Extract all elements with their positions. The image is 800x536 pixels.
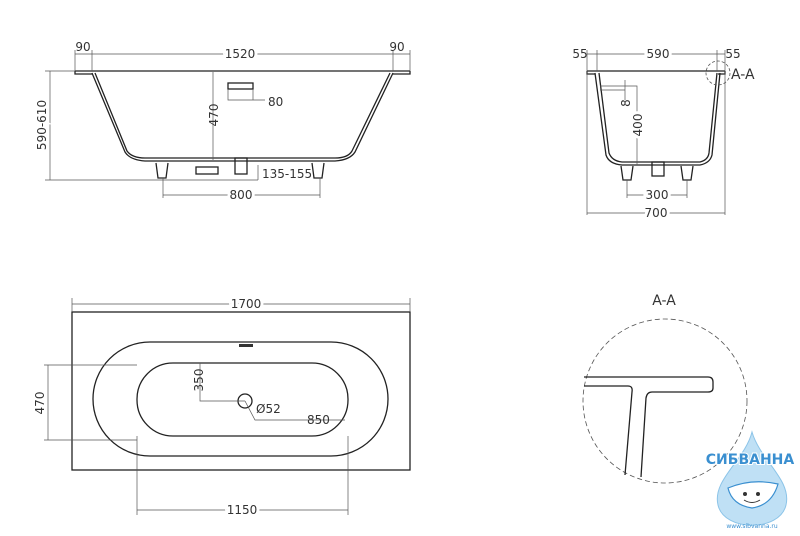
section-marker-circle: [705, 60, 731, 86]
section-marker-label: A-A: [731, 67, 755, 83]
logo-url: www.sibvanna.ru: [726, 523, 778, 530]
dim-front-width: 1520: [225, 47, 256, 61]
dim-side-rim-left: 55: [572, 47, 587, 61]
dim-top-length: 1700: [231, 297, 262, 311]
dim-side-legs-spacing: 300: [646, 188, 669, 202]
dim-front-overflow: 80: [268, 95, 283, 109]
logo-name: СИБВАННА: [706, 452, 795, 468]
dim-side-depth: 400: [631, 114, 645, 137]
dim-top-drain-offset-x: 850: [307, 413, 330, 427]
dim-top-basin-length: 1150: [227, 503, 258, 517]
dim-front-rim-right: 90: [389, 40, 404, 54]
dim-front-height: 590-610: [35, 100, 49, 150]
dim-front-rim-left: 90: [75, 40, 90, 54]
dim-front-legs-height: 135-155: [262, 167, 312, 181]
dim-front-legs-spacing: 800: [230, 188, 253, 202]
dim-top-drain-offset-y: 350: [192, 369, 206, 392]
dim-front-depth: 470: [207, 104, 221, 127]
dim-side-width: 700: [645, 206, 668, 220]
detail-a-a: A-A: [582, 293, 748, 484]
dim-side-inner-width: 590: [647, 47, 670, 61]
sibvanna-logo: СИБВАННА www.sibvanna.ru: [705, 430, 795, 530]
side-view: 55 590 55 8 400 300 700 A-A: [572, 44, 755, 223]
top-view: 1700 470 350 Ø52 850 1150: [30, 294, 411, 520]
dim-side-wall: 8: [619, 99, 633, 107]
front-view: 90 1520 90 590-610 470 80 135-155 800: [32, 40, 411, 205]
detail-title: A-A: [652, 293, 676, 309]
dim-top-drain-diameter: Ø52: [256, 402, 281, 416]
dim-side-rim-right: 55: [725, 47, 740, 61]
dim-top-width: 470: [33, 392, 47, 415]
